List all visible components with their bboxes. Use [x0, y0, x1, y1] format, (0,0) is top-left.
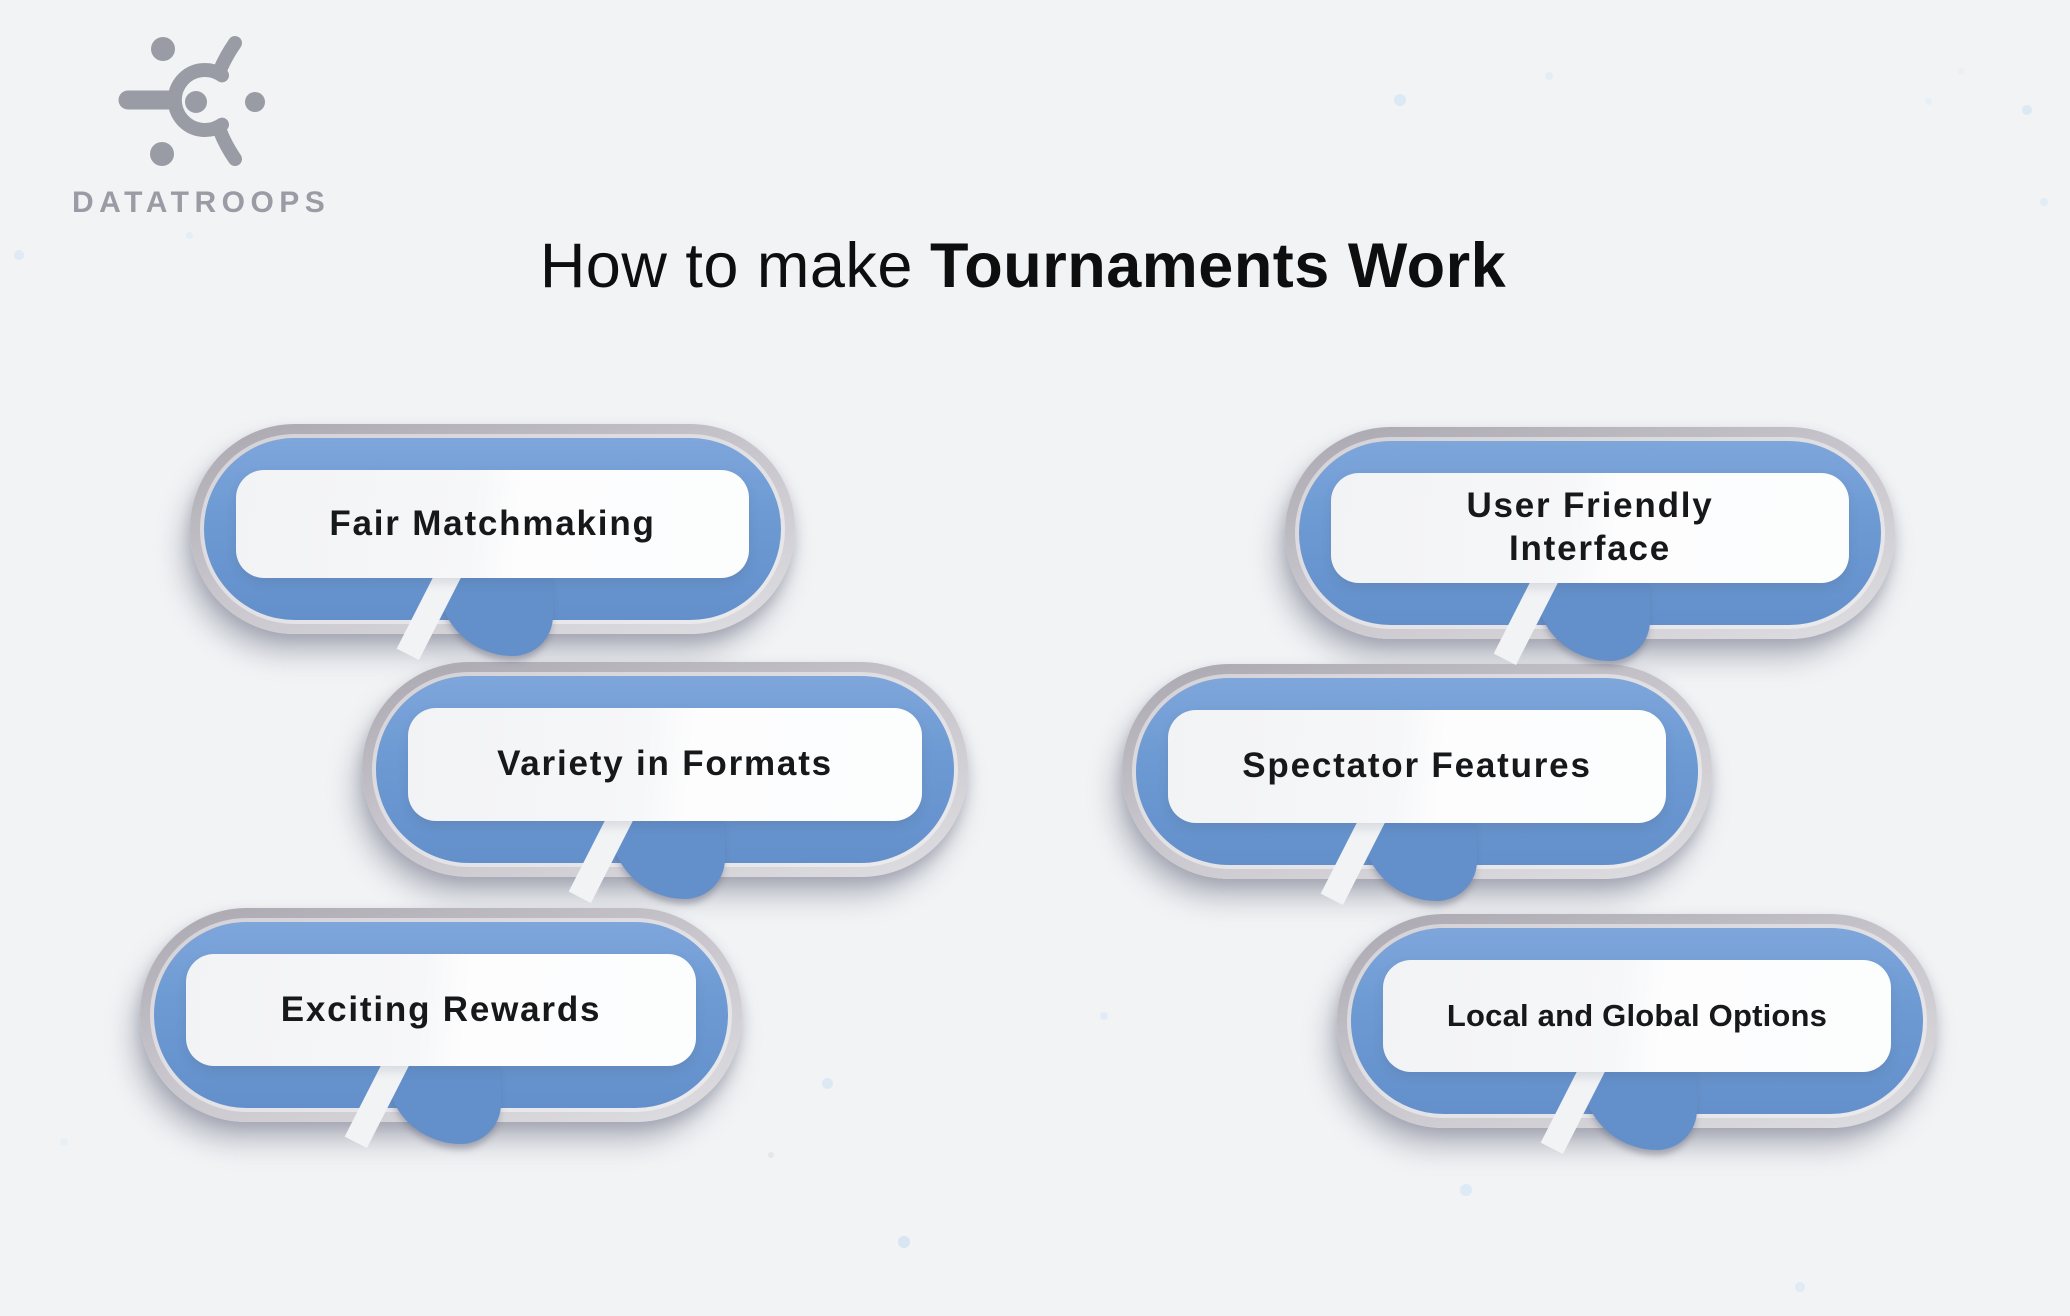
- bubble-label: Exciting Rewards: [280, 989, 602, 1029]
- bubble-local-and-global-options: Local and Global Options: [1337, 914, 1937, 1155]
- brand-wordmark: DATATROOPS: [72, 186, 331, 219]
- background-dot: [1958, 68, 1965, 75]
- brand-logo: DATATROOPS: [70, 24, 340, 224]
- page-title-regular: How to make: [539, 231, 913, 301]
- bubble-label: User Friendly Interface: [1466, 486, 1714, 568]
- datatroops-orbit-mark-icon: [118, 36, 265, 166]
- page-title-bold: Tournaments Work: [929, 231, 1507, 301]
- background-dot: [14, 250, 24, 260]
- background-dot: [60, 1138, 68, 1146]
- bubble-panel: Exciting Rewards: [186, 954, 696, 1066]
- bubble-variety-in-formats: Variety in Formats: [362, 662, 968, 904]
- background-dot: [1100, 1012, 1108, 1020]
- background-dot: [768, 1152, 774, 1158]
- bubble-exciting-rewards: Exciting Rewards: [140, 908, 742, 1149]
- background-dot: [186, 232, 193, 239]
- bubble-panel: Spectator Features: [1168, 710, 1666, 823]
- bubble-label: Spectator Features: [1242, 746, 1592, 786]
- background-dot: [1545, 72, 1553, 80]
- background-dot: [2040, 198, 2048, 206]
- background-dot: [1925, 98, 1932, 105]
- bubble-panel: User Friendly Interface: [1331, 473, 1849, 583]
- background-dot: [1460, 1184, 1472, 1196]
- background-dot: [1795, 1282, 1805, 1292]
- background-dot: [822, 1078, 833, 1089]
- bubble-panel: Local and Global Options: [1383, 960, 1891, 1072]
- bubble-panel: Variety in Formats: [408, 708, 922, 821]
- bubble-panel: Fair Matchmaking: [236, 470, 749, 578]
- bubble-label: Fair Matchmaking: [329, 503, 656, 543]
- background-dot: [1394, 94, 1406, 106]
- bubble-label: Variety in Formats: [497, 744, 833, 784]
- bubble-user-friendly-interface: User Friendly Interface: [1285, 427, 1895, 666]
- bubble-spectator-features: Spectator Features: [1122, 664, 1712, 906]
- background-dot: [898, 1236, 910, 1248]
- bubble-fair-matchmaking: Fair Matchmaking: [190, 424, 795, 661]
- bubble-label: Local and Global Options: [1446, 998, 1828, 1034]
- background-dot: [2022, 105, 2032, 115]
